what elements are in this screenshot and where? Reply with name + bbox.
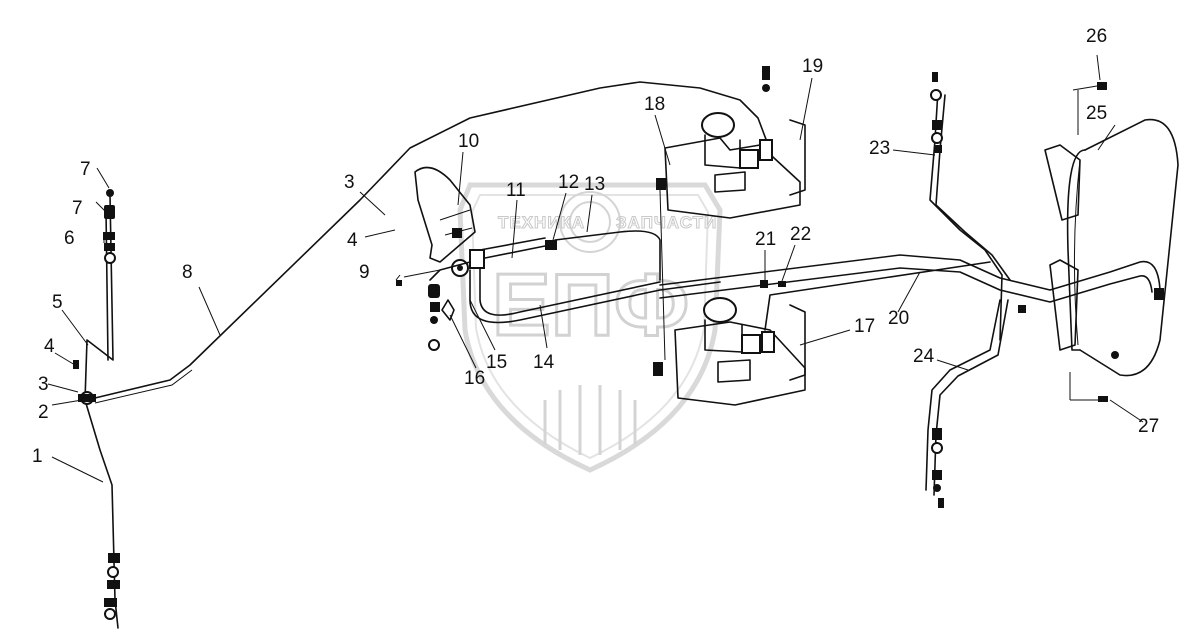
upper-brake-chamber [656, 66, 806, 361]
left-brake-line-assembly [73, 81, 771, 629]
callout-14: 14 [533, 352, 555, 373]
lower-brake-chamber [653, 261, 991, 406]
callout-8: 8 [182, 262, 193, 283]
callout-15: 15 [486, 352, 507, 373]
watermark: ТЕХНИКА ЗАПЧАСТИ ЕПФ [457, 182, 723, 473]
callout-12: 12 [558, 172, 579, 193]
callout-22: 22 [790, 224, 811, 245]
callout-26: 26 [1086, 26, 1107, 47]
central-hoses [469, 230, 1164, 324]
callout-24: 24 [913, 346, 935, 367]
callout-25: 25 [1086, 103, 1107, 124]
callout-20: 20 [888, 308, 909, 329]
callout-17: 17 [854, 316, 875, 337]
callout-21: 21 [755, 229, 776, 250]
watermark-right-text: ЗАПЧАСТИ [616, 213, 717, 232]
callout-3-left: 3 [38, 374, 49, 395]
watermark-left-text: ТЕХНИКА [498, 213, 585, 232]
leader-lines [47, 54, 1144, 483]
callout-labels: 1 2 3 4 5 6 7 7 8 3 4 9 10 11 12 13 14 1… [32, 26, 1159, 467]
callout-4-center: 4 [347, 230, 358, 251]
callout-27: 27 [1138, 416, 1159, 437]
air-tank [1018, 82, 1179, 402]
callout-1: 1 [32, 446, 43, 467]
callout-6: 6 [64, 228, 75, 249]
callout-13: 13 [584, 174, 605, 195]
callout-4-left: 4 [44, 336, 55, 357]
callout-9: 9 [359, 262, 370, 283]
center-bracket-assembly [396, 166, 481, 351]
callout-10: 10 [458, 131, 479, 152]
callout-7-upper: 7 [80, 159, 91, 180]
callout-7-lower: 7 [72, 198, 83, 219]
right-pipes [925, 72, 1011, 508]
callout-3-center: 3 [344, 172, 355, 193]
callout-2: 2 [38, 402, 49, 423]
callout-23: 23 [869, 138, 890, 159]
callout-18: 18 [644, 94, 665, 115]
callout-5: 5 [52, 292, 63, 313]
callout-16: 16 [464, 368, 485, 389]
callout-19: 19 [802, 56, 823, 77]
callout-11: 11 [506, 180, 526, 201]
